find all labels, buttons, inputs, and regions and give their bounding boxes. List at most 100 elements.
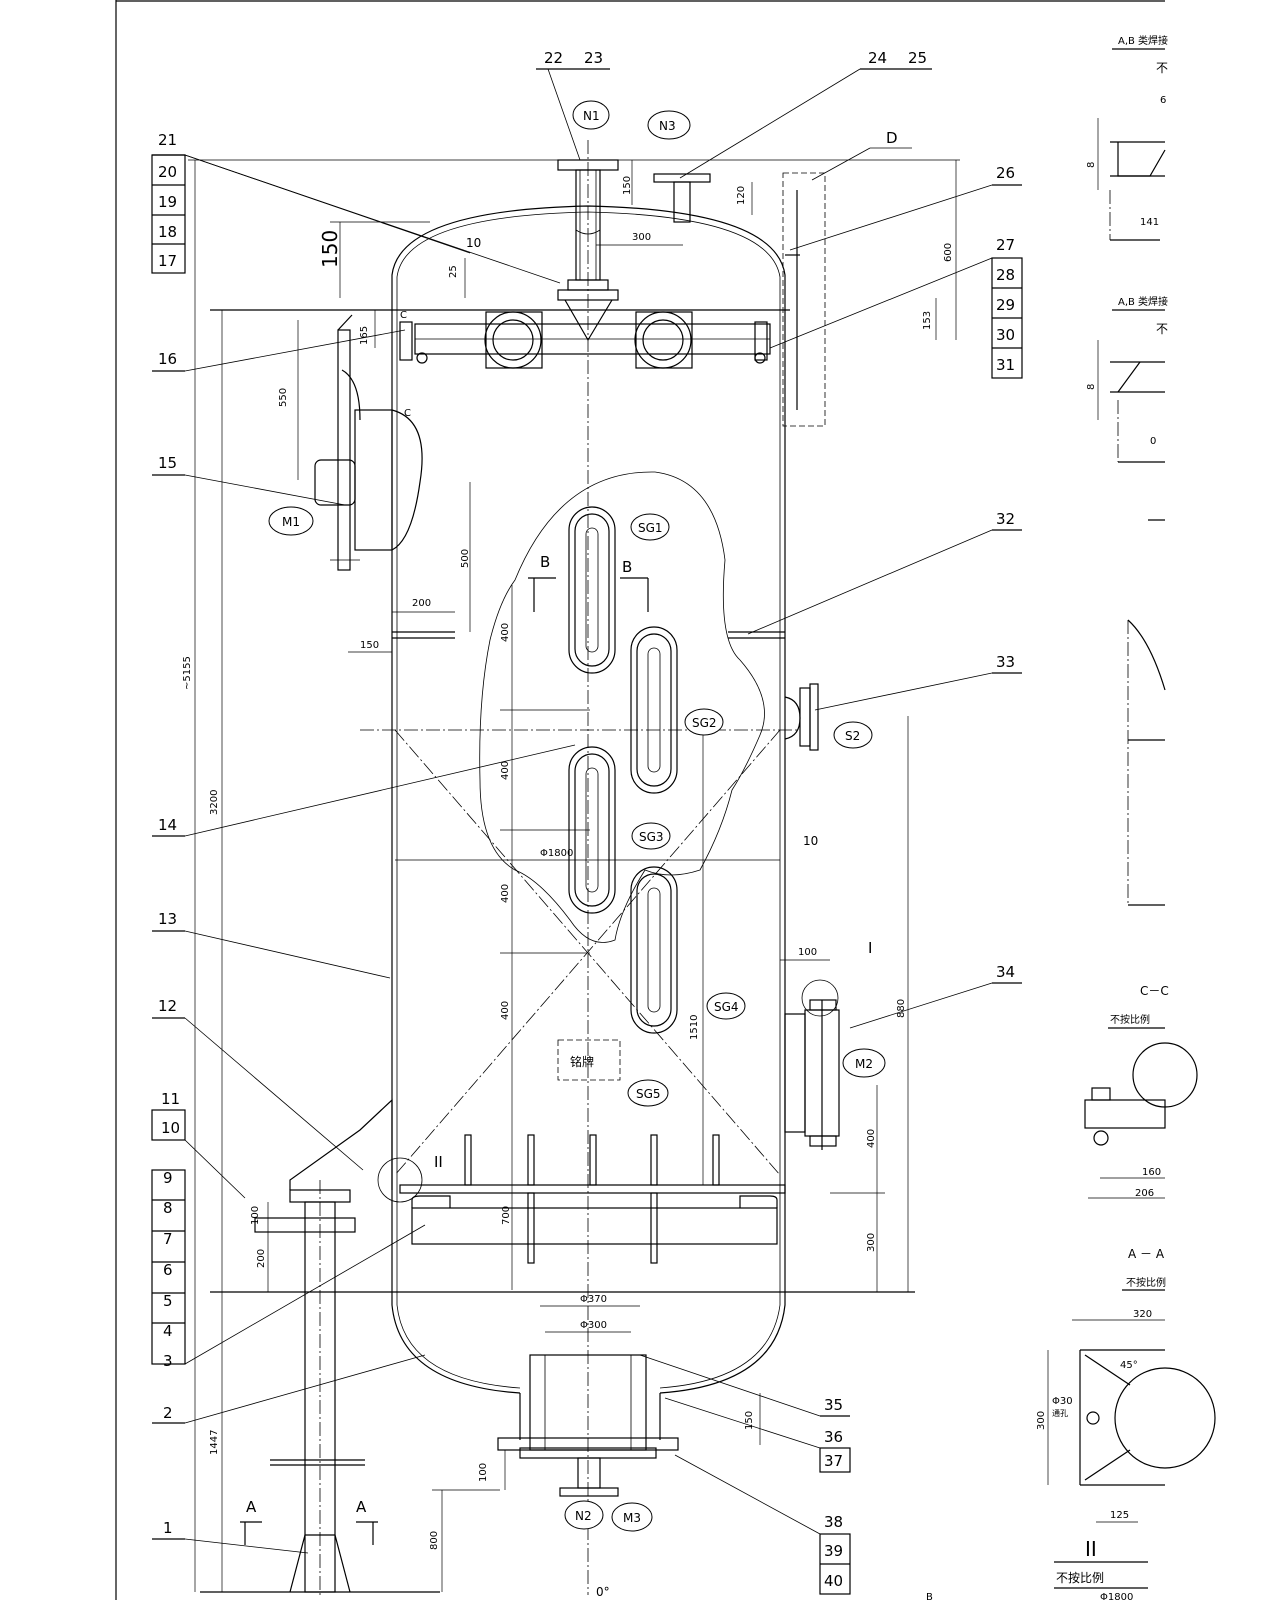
top-distributor	[399, 299, 771, 369]
part-12: 12	[158, 997, 177, 1015]
svg-text:M2: M2	[855, 1057, 873, 1071]
svg-text:M3: M3	[623, 1511, 641, 1525]
sight-glass-sg4	[630, 866, 678, 1034]
svg-text:1510: 1510	[689, 1015, 700, 1040]
svg-text:8: 8	[1086, 162, 1097, 168]
svg-text:不按比例: 不按比例	[1056, 1571, 1104, 1585]
section-markers: D B B C C A A I II	[240, 129, 898, 1545]
part-13: 13	[158, 910, 177, 928]
svg-text:C－C: C－C	[1140, 984, 1169, 998]
svg-text:SG1: SG1	[638, 521, 663, 535]
svg-text:N1: N1	[583, 109, 600, 123]
nozzle-n1	[557, 159, 619, 301]
manhole-m2	[784, 979, 840, 1150]
svg-text:206: 206	[1135, 1188, 1154, 1199]
leg-support	[200, 1098, 440, 1595]
svg-text:B: B	[622, 558, 632, 576]
part-1: 1	[163, 1519, 173, 1537]
part-25: 25	[908, 49, 927, 67]
part-36: 36	[824, 1428, 843, 1446]
svg-text:153: 153	[922, 311, 933, 330]
svg-text:SG3: SG3	[639, 830, 664, 844]
svg-text:A: A	[246, 1498, 257, 1516]
part-14: 14	[158, 816, 177, 834]
svg-text:800: 800	[429, 1531, 440, 1550]
svg-text:3200: 3200	[209, 790, 220, 815]
tag-n1	[572, 100, 610, 130]
detail-ii: II 不按比例 Φ1800 B	[926, 1537, 1148, 1600]
part-6: 6	[163, 1261, 173, 1279]
part-9: 9	[163, 1169, 173, 1187]
svg-text:200: 200	[256, 1249, 267, 1268]
part-7: 7	[163, 1230, 173, 1248]
part-27: 27	[996, 236, 1015, 254]
svg-text:A: A	[356, 1498, 367, 1516]
vessel-shell	[210, 140, 915, 1595]
svg-text:600: 600	[943, 243, 954, 262]
svg-text:120: 120	[736, 186, 747, 205]
part-31: 31	[996, 356, 1015, 374]
svg-text:Φ30: Φ30	[1052, 1396, 1073, 1407]
svg-text:SG2: SG2	[692, 716, 717, 730]
part-39: 39	[824, 1542, 843, 1560]
svg-text:N3: N3	[659, 119, 676, 133]
svg-text:M1: M1	[282, 515, 300, 529]
part-8: 8	[163, 1199, 173, 1217]
tag-sg4	[706, 992, 746, 1020]
sight-glass-sg2	[630, 626, 678, 794]
support-plate	[377, 1134, 786, 1264]
svg-text:300: 300	[866, 1233, 877, 1252]
svg-text:400: 400	[500, 1001, 511, 1020]
svg-text:不: 不	[1156, 61, 1168, 75]
svg-text:不: 不	[1156, 322, 1168, 336]
tag-sg3	[631, 822, 671, 850]
part-5: 5	[163, 1292, 173, 1310]
svg-text:45°: 45°	[1120, 1360, 1138, 1371]
svg-text:0: 0	[1150, 436, 1156, 447]
svg-text:400: 400	[866, 1129, 877, 1148]
part-10: 10	[161, 1119, 180, 1137]
svg-text:150: 150	[744, 1411, 755, 1430]
part-23: 23	[584, 49, 603, 67]
svg-text:D: D	[886, 129, 898, 147]
part-19: 19	[158, 193, 177, 211]
svg-text:S2: S2	[845, 729, 860, 743]
svg-text:25: 25	[448, 265, 459, 278]
svg-text:II: II	[1085, 1537, 1097, 1561]
part-18: 18	[158, 223, 177, 241]
svg-text:Φ370: Φ370	[580, 1294, 607, 1305]
part-33: 33	[996, 653, 1015, 671]
tag-s2	[833, 721, 873, 749]
nozzle-n2	[497, 1354, 679, 1497]
svg-text:SG5: SG5	[636, 1087, 661, 1101]
nameplate-frame	[557, 1039, 621, 1081]
part-22: 22	[544, 49, 563, 67]
svg-text:N2: N2	[575, 1509, 592, 1523]
part-37: 37	[824, 1452, 843, 1470]
svg-text:150: 150	[318, 230, 342, 268]
svg-text:300: 300	[632, 232, 651, 243]
detail-section-aa: A － A 不按比例 320 45° Φ30 通孔 300 125	[1036, 1247, 1216, 1523]
svg-text:SG4: SG4	[714, 1000, 739, 1014]
part-15: 15	[158, 454, 177, 472]
svg-text:10: 10	[803, 834, 818, 848]
svg-text:160: 160	[1142, 1167, 1161, 1178]
svg-text:I: I	[868, 939, 872, 957]
part-11: 11	[161, 1090, 180, 1108]
svg-text:400: 400	[500, 623, 511, 642]
part-28: 28	[996, 266, 1015, 284]
svg-text:100: 100	[798, 947, 817, 958]
part-4: 4	[163, 1322, 173, 1340]
svg-text:~5155: ~5155	[182, 656, 193, 690]
svg-text:Φ1800: Φ1800	[540, 848, 573, 859]
part-38: 38	[824, 1513, 843, 1531]
part-20: 20	[158, 163, 177, 181]
detail-section-cc: C－C 不按比例 160 206	[1084, 984, 1198, 1199]
svg-text:Φ1800: Φ1800	[1100, 1592, 1133, 1600]
dimension-lines	[188, 159, 960, 1592]
svg-text:200: 200	[412, 598, 431, 609]
svg-text:不按比例: 不按比例	[1126, 1276, 1166, 1289]
svg-text:0°: 0°	[596, 1585, 610, 1599]
part-number-boxes-left: 21 20 19 18 17 16 15 14 13 12 11 10 9 8 …	[151, 131, 186, 1540]
